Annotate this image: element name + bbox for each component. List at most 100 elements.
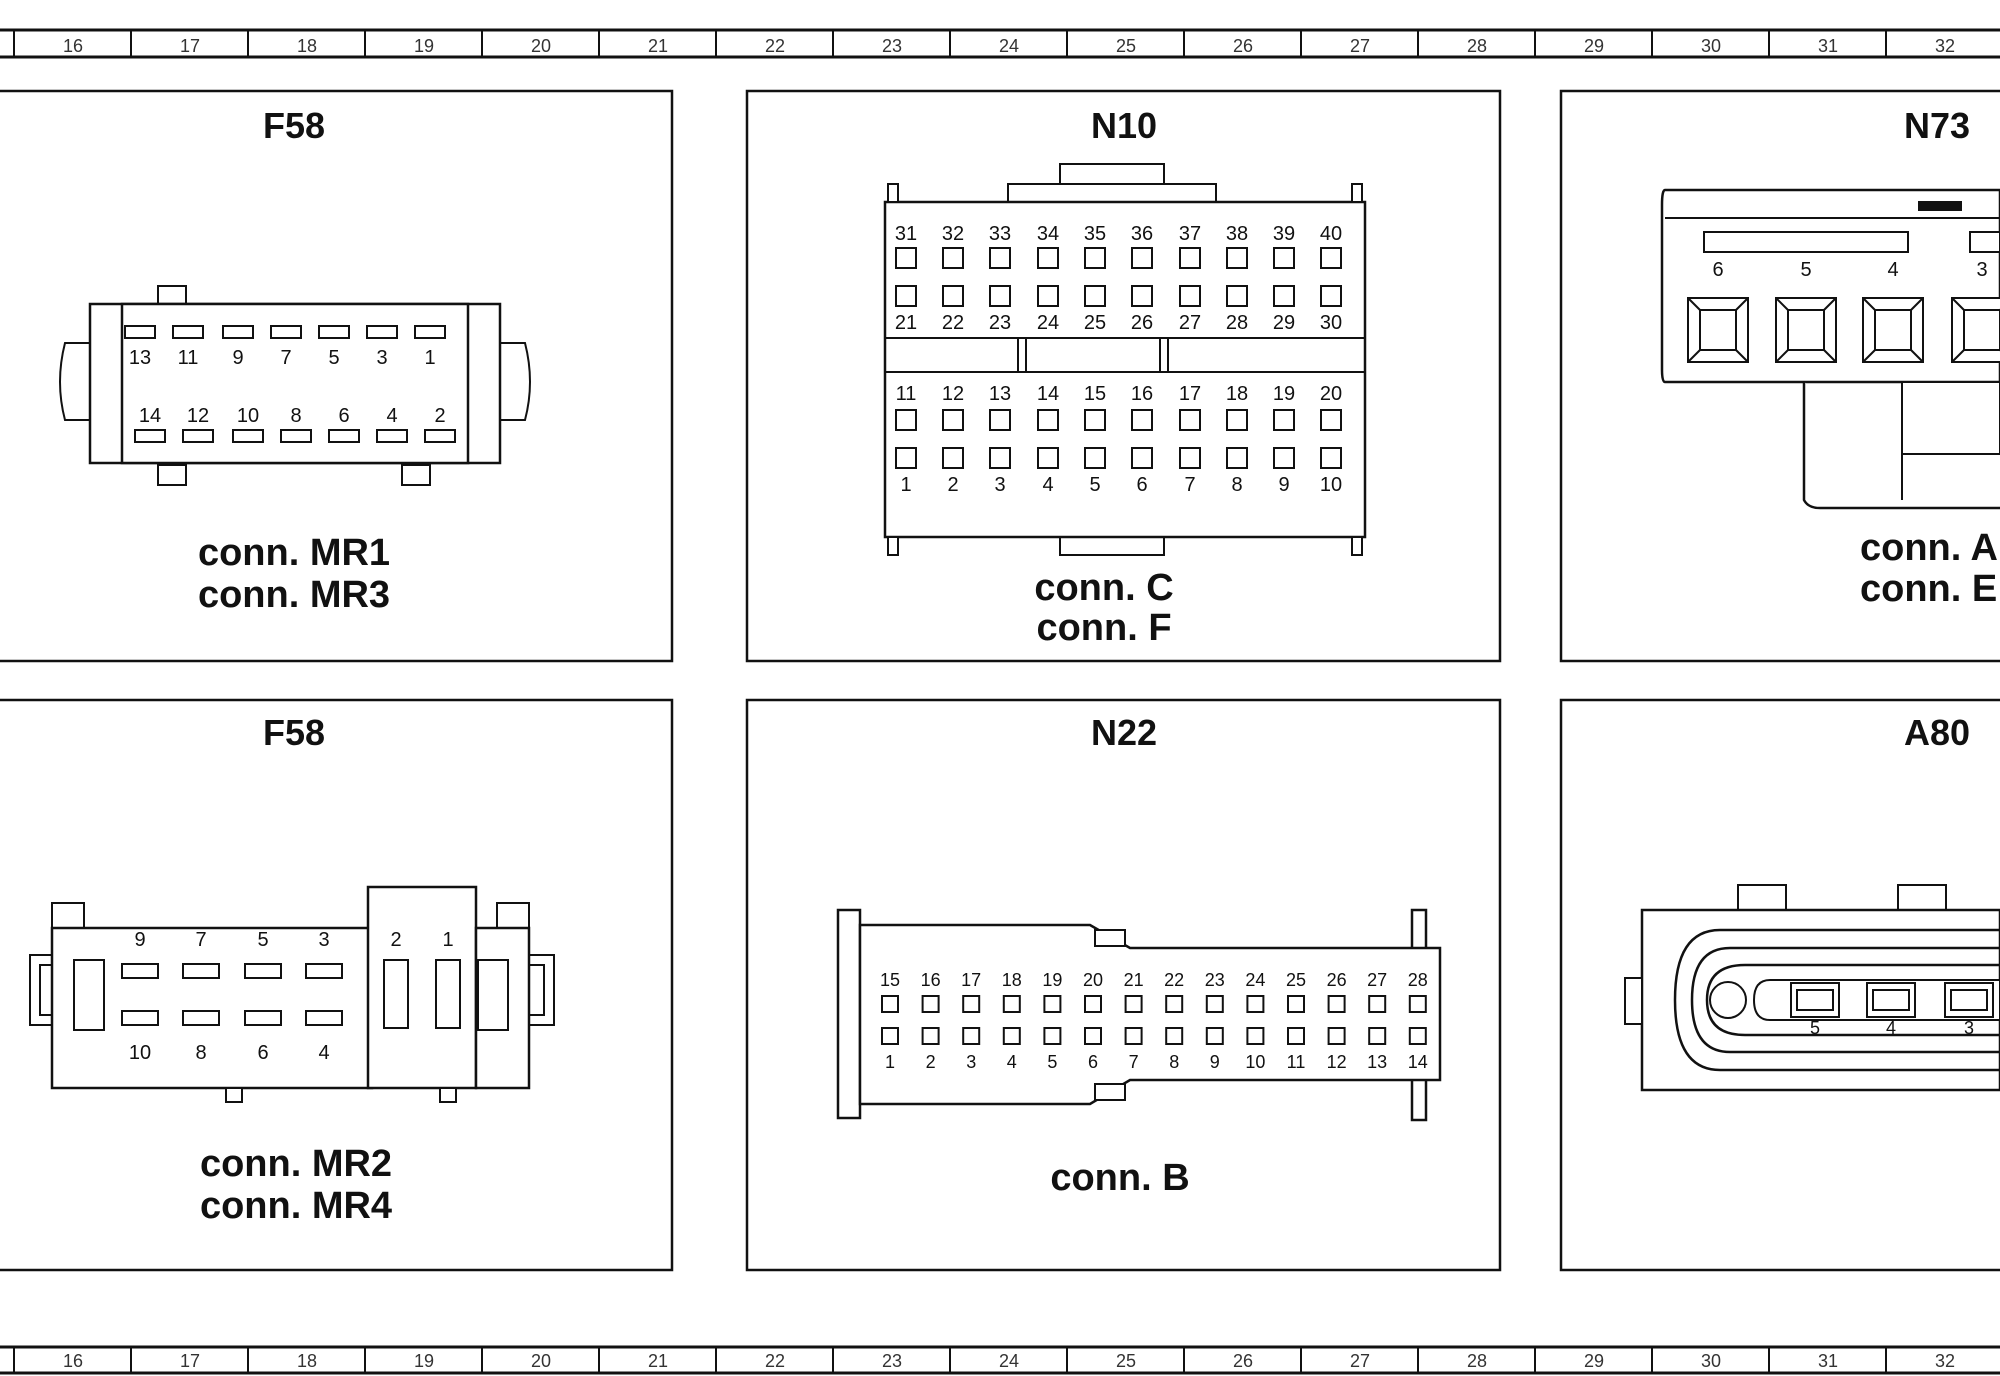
- pin-label-a80: 5: [1810, 1018, 1820, 1038]
- pin-label-f58-bottom-top: 7: [195, 929, 206, 951]
- pin-label-f58-top: 7: [280, 347, 291, 369]
- pin-label-n10-row3: 14: [1037, 383, 1059, 405]
- pin-n10-row1: [1320, 247, 1342, 269]
- pin-n73-corner: [1951, 297, 1965, 311]
- pin-label-n22-top: 28: [1408, 970, 1428, 990]
- ruler-bottom-label: 26: [1233, 1351, 1253, 1371]
- pin-label-n10-row4: 4: [1042, 474, 1053, 496]
- pin-label-n10-row3: 13: [989, 383, 1011, 405]
- pin-n10-row1: [1037, 247, 1059, 269]
- pin-f58-bottom-bottom: [305, 1010, 343, 1026]
- pin-label-f58-bottom: 4: [386, 405, 397, 427]
- pin-label-n73: 4: [1887, 259, 1898, 281]
- ruler-top-label: 23: [882, 36, 902, 56]
- pin-label-f58-top: 11: [178, 347, 199, 369]
- pin-n22-bottom: [921, 1027, 940, 1045]
- pin-f58-bottom: [134, 429, 166, 443]
- pin-f58-bottom: [182, 429, 214, 443]
- ruler-bottom-label: 21: [648, 1351, 668, 1371]
- pin-label-n10-row3: 16: [1131, 383, 1153, 405]
- ruler-top-label: 28: [1467, 36, 1487, 56]
- panel-title-a80: A80: [1904, 712, 1970, 753]
- ruler-top-label: 26: [1233, 36, 1253, 56]
- pin-n10-row1: [895, 247, 917, 269]
- pin-n22-bottom: [1084, 1027, 1102, 1045]
- pin-n73-corner: [1862, 297, 1876, 311]
- pin-n10-row4: [1084, 447, 1106, 469]
- pin-label-n10-row2: 27: [1179, 312, 1201, 334]
- pin-n22-bottom: [1287, 1027, 1305, 1045]
- pin-label-n22-top: 22: [1164, 970, 1184, 990]
- pin-n10-row2: [895, 285, 917, 307]
- ruler-bottom-label: 30: [1701, 1351, 1721, 1371]
- pin-n10-row4: [1273, 447, 1295, 469]
- pin-label-n10-row4: 9: [1278, 474, 1289, 496]
- pin-n10-row3: [1084, 409, 1106, 431]
- ruler-bottom-label: 18: [297, 1351, 317, 1371]
- pin-label-n10-row3: 20: [1320, 383, 1342, 405]
- pin-f58-bottom-top: [182, 963, 220, 979]
- pin-n22-top: [1327, 995, 1346, 1013]
- pin-label-n10-row2: 25: [1084, 312, 1106, 334]
- conn-label-n22-line1: conn. B: [1050, 1157, 1189, 1199]
- pin-n22-bottom: [1002, 1027, 1021, 1045]
- pin-n22-bottom: [1408, 1027, 1427, 1045]
- pin-n10-row2: [1131, 285, 1153, 307]
- pin-label-f58-bottom: 8: [290, 405, 301, 427]
- pin-n73-corner: [1823, 297, 1837, 311]
- pin-label-f58-bottom: 6: [338, 405, 349, 427]
- pin-label-f58-bottom-top: 3: [318, 929, 329, 951]
- pin-label-n73: 5: [1800, 259, 1811, 281]
- pin-label-n22-top: 15: [880, 970, 900, 990]
- pin-label-n10-row2: 26: [1131, 312, 1153, 334]
- pin-n10-row3: [1131, 409, 1153, 431]
- pin-label-n10-row4: 7: [1184, 474, 1195, 496]
- pin-n10-row1: [989, 247, 1011, 269]
- pin-n73-corner: [1735, 297, 1749, 311]
- pin-n22-top: [1084, 995, 1102, 1013]
- pin-n10-row4: [942, 447, 964, 469]
- pin-n22-top: [1368, 995, 1387, 1013]
- pin-n10-row3: [1037, 409, 1059, 431]
- pin-n10-row4: [1320, 447, 1342, 469]
- pin-label-f58-bottom-bottom: 6: [257, 1042, 268, 1064]
- pin-label-n10-row1: 31: [895, 223, 917, 245]
- pin-label-f58-bottom-bottom: 8: [195, 1042, 206, 1064]
- ruler-bottom-label: 27: [1350, 1351, 1370, 1371]
- pin-label-f58-bottom-bottom: 10: [129, 1042, 151, 1064]
- pin-label-n10-row3: 19: [1273, 383, 1295, 405]
- pin-label-n22-bottom: 11: [1287, 1052, 1306, 1072]
- pin-a80: [1950, 989, 1988, 1011]
- ruler-top-label: 20: [531, 36, 551, 56]
- conn-label-f58-top-line1: conn. MR1: [198, 532, 390, 574]
- pin-n10-row3: [1320, 409, 1342, 431]
- pin-f58-bottom: [232, 429, 264, 443]
- pin-n22-bottom: [1368, 1027, 1387, 1045]
- bottom-ruler: [0, 1345, 2000, 1375]
- pin-label-f58-top: 9: [232, 347, 243, 369]
- pin-label-n10-row1: 37: [1179, 223, 1201, 245]
- pin-n22-bottom: [1205, 1027, 1224, 1045]
- pin-n10-row4: [1131, 447, 1153, 469]
- pin-label-n22-bottom: 3: [966, 1052, 976, 1072]
- pin-n73-corner: [1687, 297, 1701, 311]
- panel-title-f58-top: F58: [263, 105, 325, 146]
- pin-label-n10-row2: 22: [942, 312, 964, 334]
- pin-f58-top: [366, 325, 398, 339]
- pin-n22-bottom: [962, 1027, 981, 1045]
- pin-label-n10-row4: 8: [1231, 474, 1242, 496]
- pin-label-n10-row3: 17: [1179, 383, 1201, 405]
- pin-n10-row3: [1179, 409, 1201, 431]
- pin-n73-corner: [1775, 349, 1789, 363]
- pin-label-n22-top: 16: [921, 970, 941, 990]
- pin-n22-bottom: [1327, 1027, 1346, 1045]
- pin-n73-inner: [1787, 309, 1825, 351]
- pin-label-n22-bottom: 2: [926, 1052, 936, 1072]
- pin-n22-top: [1002, 995, 1021, 1013]
- pin-label-n10-row1: 35: [1084, 223, 1106, 245]
- ruler-top-label: 25: [1116, 36, 1136, 56]
- pin-label-n10-row1: 34: [1037, 223, 1059, 245]
- pin-label-n22-top: 20: [1083, 970, 1103, 990]
- pin-f58-bottom-top: [305, 963, 343, 979]
